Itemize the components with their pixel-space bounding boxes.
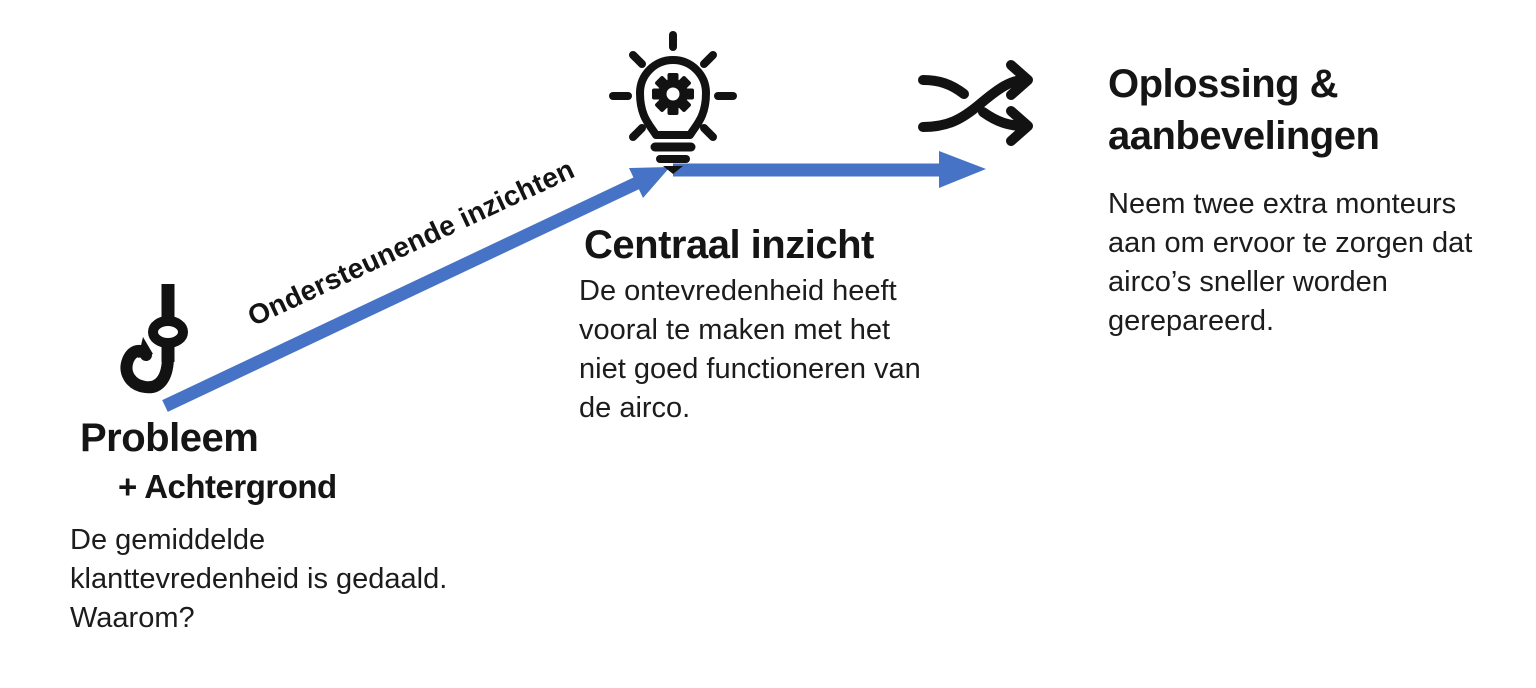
lightbulb-gear-icon <box>609 31 737 174</box>
central-insight-body: De ontevredenheid heeft vooral te maken … <box>579 275 921 424</box>
problem-title: Probleem <box>80 416 259 460</box>
solution-title: Oplossing & aanbevelingen <box>1108 62 1380 158</box>
shuffle-icon <box>918 60 1033 146</box>
fishing-hook-icon <box>120 284 188 394</box>
diagonal-arrow <box>162 167 670 412</box>
gear-glyph <box>652 73 694 115</box>
problem-body: De gemiddelde klanttevredenheid is gedaa… <box>70 524 448 634</box>
problem-subtitle: + Achtergrond <box>118 468 337 505</box>
solution-body: Neem twee extra monteurs aan om ervoor t… <box>1108 188 1473 337</box>
horizontal-arrow <box>673 151 986 188</box>
central-insight-title: Centraal inzicht <box>584 223 874 267</box>
lightbulb-rays <box>609 31 737 141</box>
